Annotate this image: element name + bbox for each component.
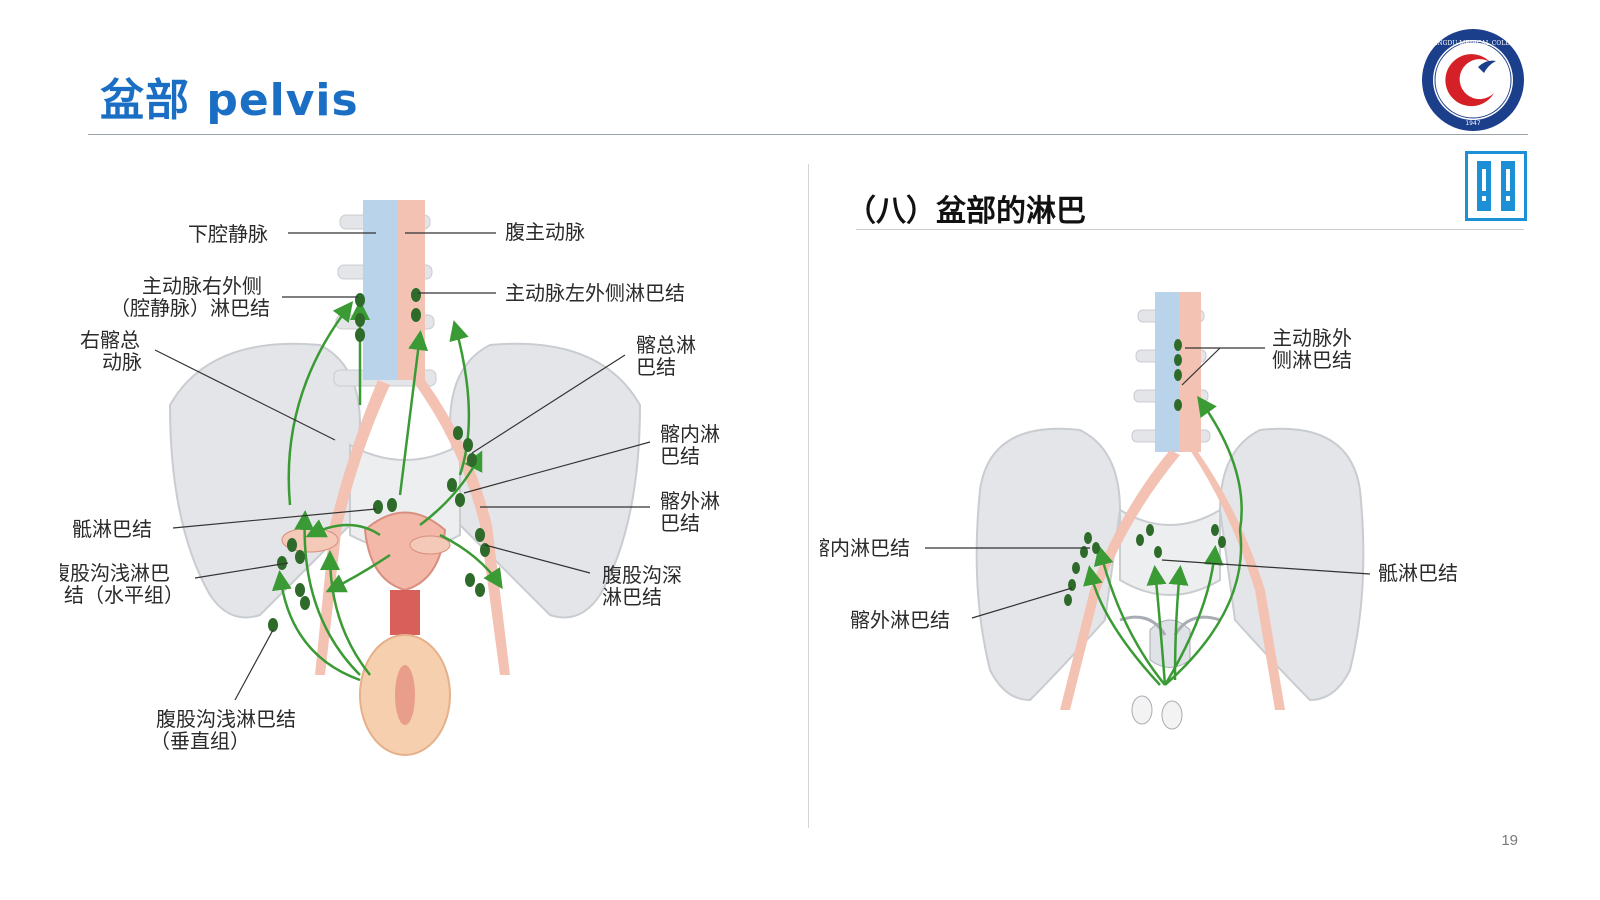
label-right-lateral-2: （腔静脉）淋巴结 xyxy=(110,296,270,320)
label-common-iliac-2: 巴结 xyxy=(636,355,676,379)
label-sacral: 骶淋巴结 xyxy=(72,517,152,541)
label-internal-iliac-2: 巴结 xyxy=(660,444,700,468)
logo-text: CHENGDU MEDICAL COLLEGE xyxy=(1423,40,1523,47)
label-internal-iliac-1: 髂内淋 xyxy=(660,422,720,446)
female-pelvic-lymph-diagram: 下腔静脉 腹主动脉 主动脉右外侧 （腔静脉）淋巴结 主动脉左外侧淋巴结 右髂总 … xyxy=(60,195,760,775)
bladder-prostate xyxy=(1120,617,1220,729)
label-internal-iliac-right: 髂内淋巴结 xyxy=(820,536,910,560)
label-deep-inguinal-2: 淋巴结 xyxy=(602,585,662,609)
label-superficial-h-2: 结（水平组） xyxy=(64,583,184,607)
slide-title: 盆部 pelvis xyxy=(100,64,359,128)
label-aorta: 腹主动脉 xyxy=(505,220,585,244)
section-underline xyxy=(856,229,1524,230)
label-external-iliac-2: 巴结 xyxy=(660,511,700,535)
label-superficial-v-1: 腹股沟浅淋巴结 xyxy=(156,707,296,731)
logo-year: 1947 xyxy=(1465,120,1480,127)
column-divider xyxy=(808,164,809,828)
label-external-iliac-right: 髂外淋巴结 xyxy=(850,608,950,632)
label-sacral-right: 骶淋巴结 xyxy=(1378,561,1458,585)
title-underline xyxy=(88,134,1528,135)
label-right-lateral-1: 主动脉右外侧 xyxy=(142,274,262,298)
label-para-aortic-2: 侧淋巴结 xyxy=(1272,348,1352,372)
uterus-and-adnexa xyxy=(282,513,450,756)
label-common-iliac-1: 髂总淋 xyxy=(636,333,696,357)
male-pelvic-lymph-diagram: 主动脉外 侧淋巴结 髂内淋巴结 骶淋巴结 髂外淋巴结 xyxy=(820,290,1520,760)
section-title: （八）盆部的淋巴 xyxy=(846,186,1086,230)
label-para-aortic-1: 主动脉外 xyxy=(1272,326,1352,350)
label-deep-inguinal-1: 腹股沟深 xyxy=(602,563,682,587)
label-left-lateral: 主动脉左外侧淋巴结 xyxy=(505,281,685,305)
label-ivc: 下腔静脉 xyxy=(188,222,268,246)
label-superficial-v-2: （垂直组） xyxy=(150,729,250,753)
page-number: 19 xyxy=(1501,832,1518,849)
label-rci-2: 动脉 xyxy=(102,350,142,374)
pause-icon[interactable] xyxy=(1465,151,1527,221)
label-rci-1: 右髂总 xyxy=(80,328,140,352)
label-external-iliac-1: 髂外淋 xyxy=(660,489,720,513)
college-logo: CHENGDU MEDICAL COLLEGE 1947 xyxy=(1420,27,1526,133)
label-superficial-h-1: 腹股沟浅淋巴 xyxy=(60,561,170,585)
